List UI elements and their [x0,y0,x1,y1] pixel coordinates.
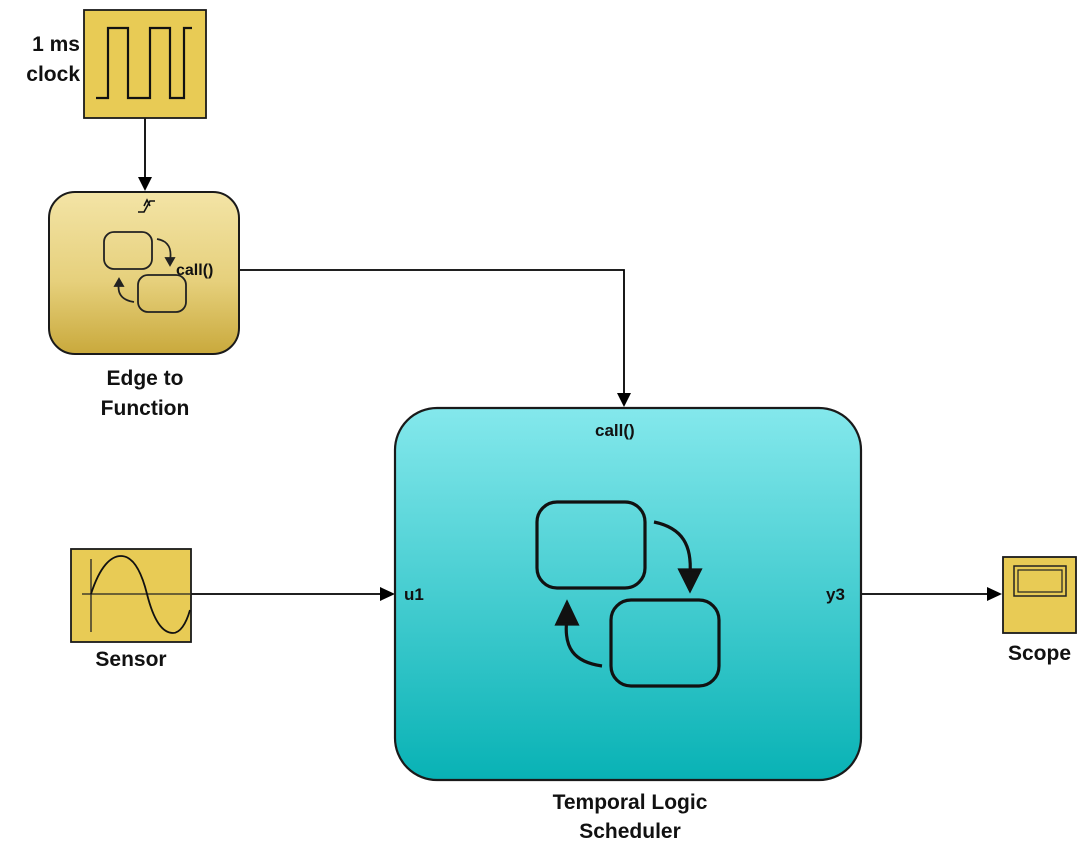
clock-label: 1 ms clock [6,30,80,90]
scheduler-input-port-label: u1 [404,585,424,604]
pulse-wave-icon [96,26,192,100]
clock-block[interactable] [83,9,207,119]
scope-screen-icon [1013,565,1067,597]
scheduler-label: Temporal Logic Scheduler [500,788,760,846]
clock-label-line1: 1 ms [32,33,80,56]
arrow-edge-to-scheduler [617,393,631,407]
sensor-block[interactable] [70,548,192,643]
stateflow-icon-large [535,500,721,688]
edge-label-line1: Edge to [106,367,184,390]
scope-block[interactable] [1002,556,1077,634]
clock-label-line2: clock [26,63,80,86]
edge-to-function-label: Edge to Function [64,364,226,424]
sensor-label: Sensor [95,648,167,671]
scheduler-label-line1: Temporal Logic [552,791,708,814]
line-edge-to-scheduler[interactable] [238,269,625,395]
rising-edge-icon [138,198,155,213]
edge-label-line2: Function [100,397,190,420]
arrow-clock-to-edge [138,177,152,191]
edge-to-function-block[interactable] [48,191,240,355]
scheduler-output-port-label: y3 [826,585,845,604]
arrow-sensor-to-scheduler [380,587,395,601]
scheduler-block[interactable] [393,406,863,782]
scheduler-label-line2: Scheduler [579,820,681,843]
edge-output-port-label: call() [176,262,214,279]
stateflow-icon [103,231,187,313]
signal-lines [138,118,1002,601]
scheduler-trigger-port-label: call() [595,421,635,440]
arrow-scheduler-to-scope [987,587,1002,601]
scope-label: Scope [1007,642,1072,665]
sine-wave-icon [82,555,191,634]
